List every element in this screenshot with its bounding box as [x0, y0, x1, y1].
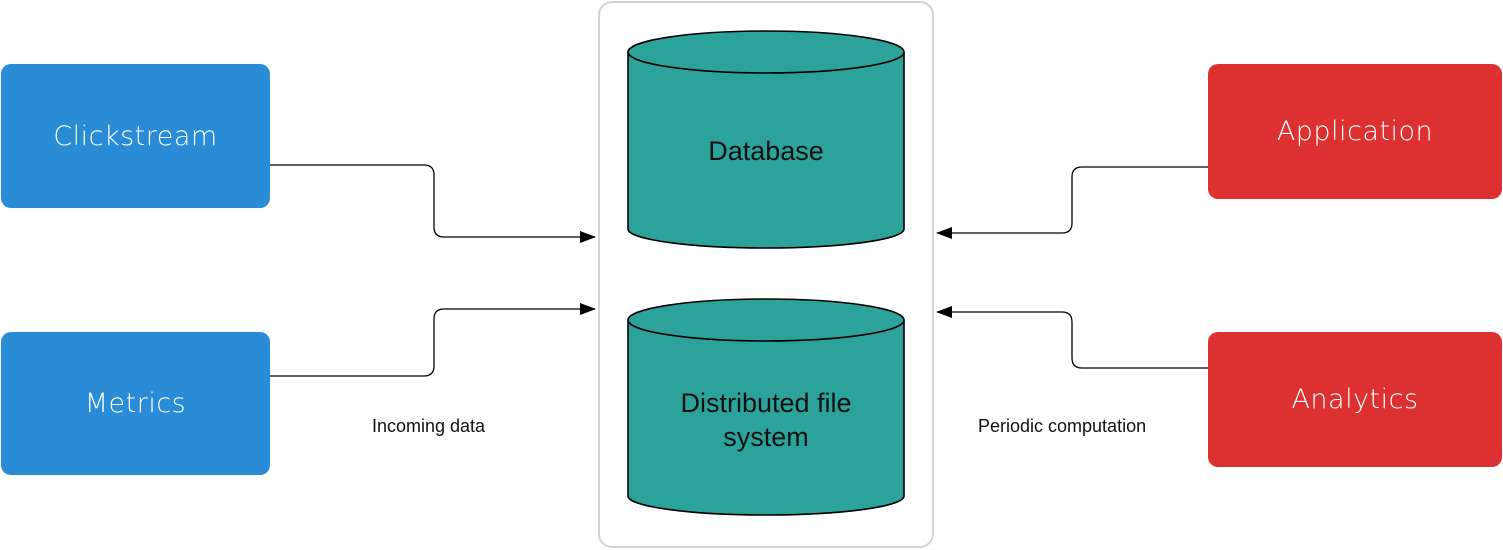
- metrics-label: Metrics: [84, 388, 187, 419]
- application-arrow: [936, 166, 1208, 239]
- periodic-computation-label: Periodic computation: [978, 416, 1147, 436]
- database-label: Database: [708, 136, 824, 166]
- analytics-arrow: [936, 306, 1208, 369]
- metrics-box: Metrics: [1, 332, 270, 475]
- storage-container: [598, 1, 934, 548]
- database-cylinder: Database: [627, 30, 905, 249]
- metrics-arrow: [270, 303, 596, 377]
- application-box: Application: [1208, 64, 1502, 199]
- dfs-label-line1: Distributed file: [680, 388, 851, 418]
- incoming-data-label: Incoming data: [372, 416, 486, 436]
- analytics-label: Analytics: [1291, 384, 1419, 415]
- clickstream-label: Clickstream: [53, 120, 218, 152]
- clickstream-arrow: [270, 164, 596, 243]
- analytics-box: Analytics: [1208, 332, 1502, 467]
- dfs-cylinder: Distributed file system: [627, 298, 905, 516]
- clickstream-box: Clickstream: [1, 64, 270, 208]
- application-label: Application: [1276, 116, 1434, 147]
- dfs-label-line2: system: [723, 422, 809, 452]
